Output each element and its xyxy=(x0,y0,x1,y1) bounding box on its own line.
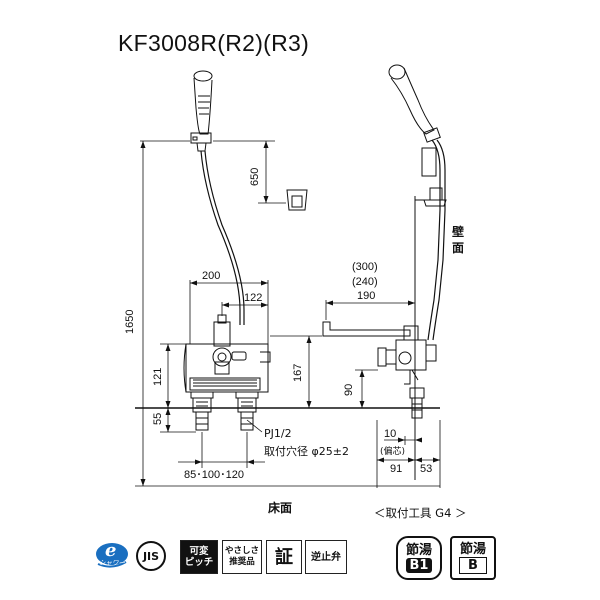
jis-text: JIS xyxy=(142,549,160,563)
dim-167: 167 xyxy=(292,364,304,382)
variable-pitch-line2: ピッチ xyxy=(184,557,214,568)
faucet-body-side xyxy=(377,325,437,419)
shower-hose-side xyxy=(427,139,441,341)
easy-recommended-line1: やさしさ xyxy=(224,546,259,556)
dimension-lines xyxy=(135,140,441,488)
faucet-body-front xyxy=(183,314,271,431)
certification-badge: 証 xyxy=(266,540,302,574)
e-shower-text: シャワー xyxy=(99,559,125,567)
shower-hook xyxy=(286,189,308,211)
water-saving-b-bottom: B xyxy=(459,557,487,574)
e-shower-logo: e シャワー xyxy=(95,540,129,572)
water-saving-b1-top: 節湯 xyxy=(405,543,432,558)
hole-label: 取付穴径 φ25±2 xyxy=(264,444,349,458)
certification-text: 証 xyxy=(275,546,293,568)
wall-label-2: 面 xyxy=(452,241,464,255)
model-title: KF3008R(R2)(R3) xyxy=(118,30,310,56)
shower-head-side xyxy=(388,64,441,143)
floor-label: 床面 xyxy=(268,500,292,515)
e-shower-icon xyxy=(96,543,128,568)
pipe-label: PJ1/2 xyxy=(264,427,292,440)
variable-pitch-line1: 可変 xyxy=(189,546,209,557)
offset-note: (偏芯) xyxy=(380,445,405,457)
e-shower-letter: e xyxy=(105,540,117,561)
water-saving-b1-bottom: B1 xyxy=(405,558,433,573)
shower-head-front xyxy=(190,70,213,152)
shower-hose-front xyxy=(200,150,241,325)
dim-190: 190 xyxy=(357,290,375,302)
easy-recommended-line2: 推奨品 xyxy=(229,557,255,567)
dim-90: 90 xyxy=(343,384,355,396)
dim-650: 650 xyxy=(249,168,261,186)
check-valve-badge: 逆止弁 xyxy=(305,540,347,574)
check-valve-text: 逆止弁 xyxy=(311,551,341,563)
easy-recommended-badge: やさしさ 推奨品 xyxy=(222,540,262,574)
dim-122: 122 xyxy=(244,292,262,304)
dim-53: 53 xyxy=(420,463,432,475)
variable-pitch-badge: 可変 ピッチ xyxy=(180,540,218,574)
dim-10: 10 xyxy=(384,428,396,440)
dim-55: 55 xyxy=(152,413,164,425)
dim-300: (300) xyxy=(352,261,378,273)
spout-side xyxy=(322,321,411,337)
dim-121: 121 xyxy=(152,368,164,386)
dim-91: 91 xyxy=(390,463,402,475)
dim-1650: 1650 xyxy=(124,310,136,334)
wall-label-1: 壁 xyxy=(452,224,464,239)
dim-240: (240) xyxy=(352,276,378,288)
water-saving-b1-symbol: 節湯 B1 xyxy=(396,536,442,580)
dimension-arrows xyxy=(140,141,440,486)
dim-pitch: 85･100･120 xyxy=(184,469,244,481)
water-saving-b-top: 節湯 xyxy=(459,542,486,557)
jis-badge: JIS xyxy=(136,541,166,571)
tool-label: ＜取付工具 G4 ＞ xyxy=(374,506,467,520)
water-saving-b-symbol: 節湯 B xyxy=(450,536,496,580)
dim-200: 200 xyxy=(202,270,220,282)
